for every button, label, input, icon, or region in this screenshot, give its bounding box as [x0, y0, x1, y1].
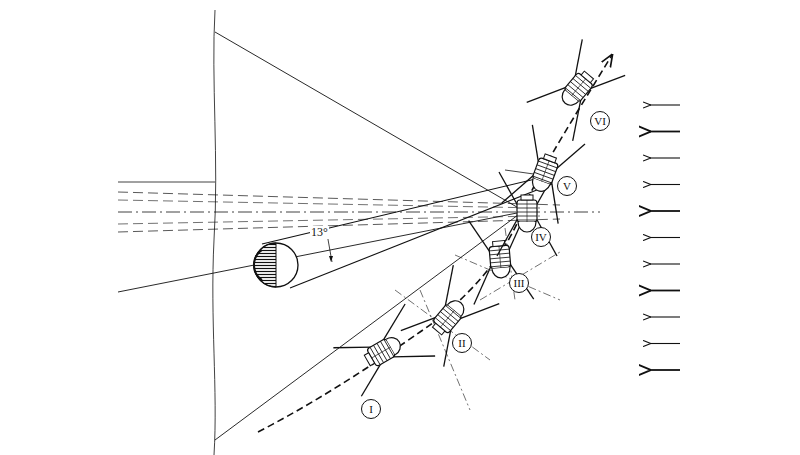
- spacecraft: [502, 124, 587, 223]
- sun-ray: [650, 316, 680, 317]
- sun-ray: [650, 237, 680, 238]
- sun-ray: [650, 290, 680, 292]
- callout-number: I: [369, 404, 373, 415]
- sun-ray: [650, 157, 680, 158]
- sun-ray: [650, 263, 680, 264]
- callout-circle: I: [361, 399, 381, 419]
- sun-ray: [650, 184, 680, 185]
- callout-number: III: [514, 278, 525, 289]
- sun-ray: [650, 343, 680, 344]
- callout-circle: III: [509, 273, 529, 293]
- callout-circle: II: [452, 333, 472, 353]
- spacecraft: [399, 265, 499, 368]
- callout-number: IV: [535, 232, 547, 243]
- callout-circle: VI: [590, 111, 610, 131]
- sun-ray: [650, 104, 680, 105]
- sun-ray: [650, 210, 680, 212]
- spacecraft: [497, 172, 557, 256]
- callout-circle: V: [557, 176, 577, 196]
- callout-circle: IV: [531, 227, 551, 247]
- spacecraft: [527, 38, 627, 141]
- callout-number: II: [458, 338, 465, 349]
- callout-number: VI: [594, 116, 606, 127]
- sun-ray: [650, 131, 680, 133]
- sun-ray: [650, 369, 680, 371]
- callout-number: V: [563, 181, 571, 192]
- angle-label: 13°: [310, 226, 329, 239]
- spacecraft: [332, 304, 435, 398]
